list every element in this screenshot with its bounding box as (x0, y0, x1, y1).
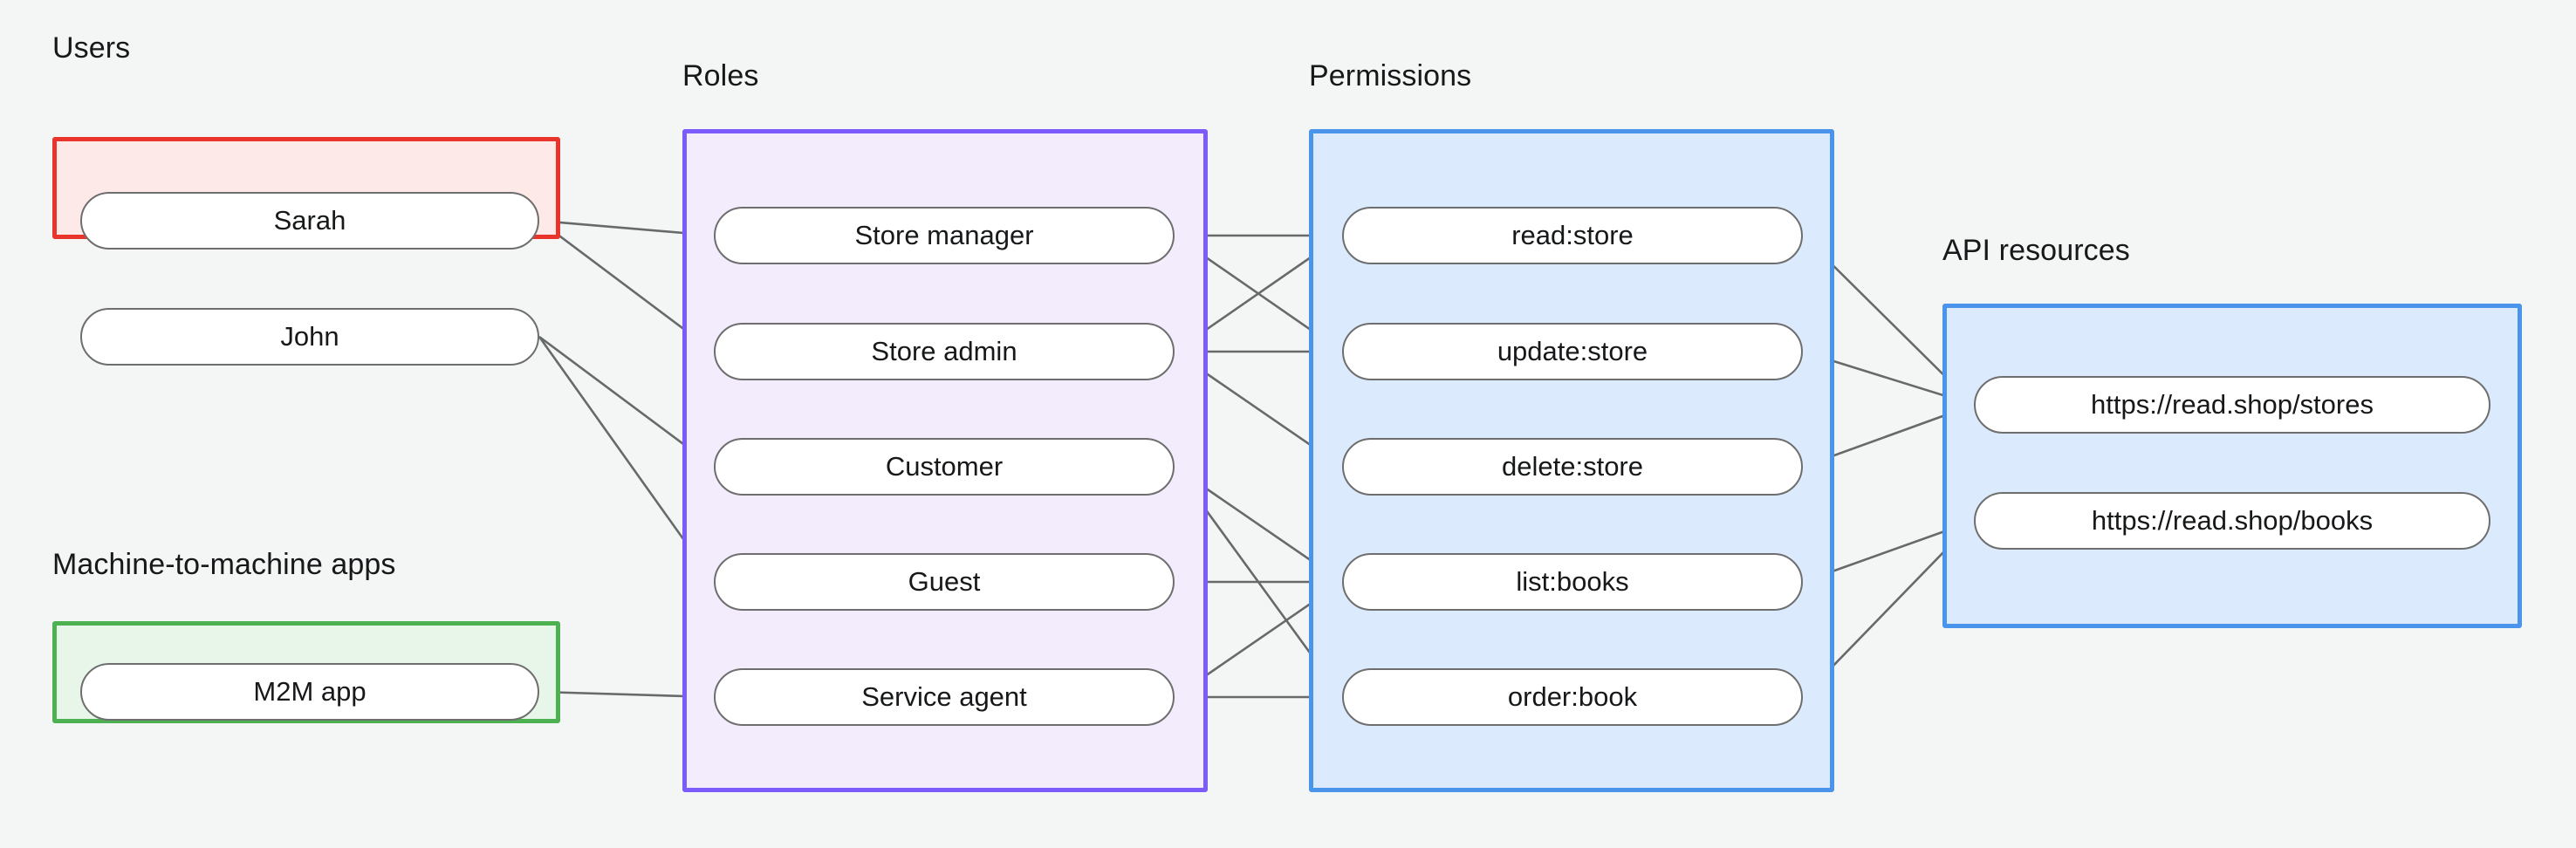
node-store_manager[interactable]: Store manager (714, 207, 1175, 264)
group-title-api_resources: API resources (1942, 234, 2130, 267)
node-store_admin[interactable]: Store admin (714, 323, 1175, 380)
node-service_agent[interactable]: Service agent (714, 668, 1175, 726)
group-box-api_resources (1942, 304, 2522, 628)
node-customer[interactable]: Customer (714, 438, 1175, 496)
node-sarah[interactable]: Sarah (80, 192, 539, 250)
node-order_book[interactable]: order:book (1342, 668, 1803, 726)
group-title-permissions: Permissions (1309, 59, 1472, 92)
node-guest[interactable]: Guest (714, 553, 1175, 611)
node-read_store[interactable]: read:store (1342, 207, 1803, 264)
node-m2m_app[interactable]: M2M app (80, 663, 539, 721)
node-update_store[interactable]: update:store (1342, 323, 1803, 380)
node-delete_store[interactable]: delete:store (1342, 438, 1803, 496)
group-title-m2m: Machine-to-machine apps (52, 548, 396, 581)
group-title-roles: Roles (682, 59, 759, 92)
node-res_books[interactable]: https://read.shop/books (1974, 492, 2490, 550)
node-list_books[interactable]: list:books (1342, 553, 1803, 611)
group-title-users: Users (52, 31, 131, 65)
node-res_stores[interactable]: https://read.shop/stores (1974, 376, 2490, 434)
node-john[interactable]: John (80, 308, 539, 366)
